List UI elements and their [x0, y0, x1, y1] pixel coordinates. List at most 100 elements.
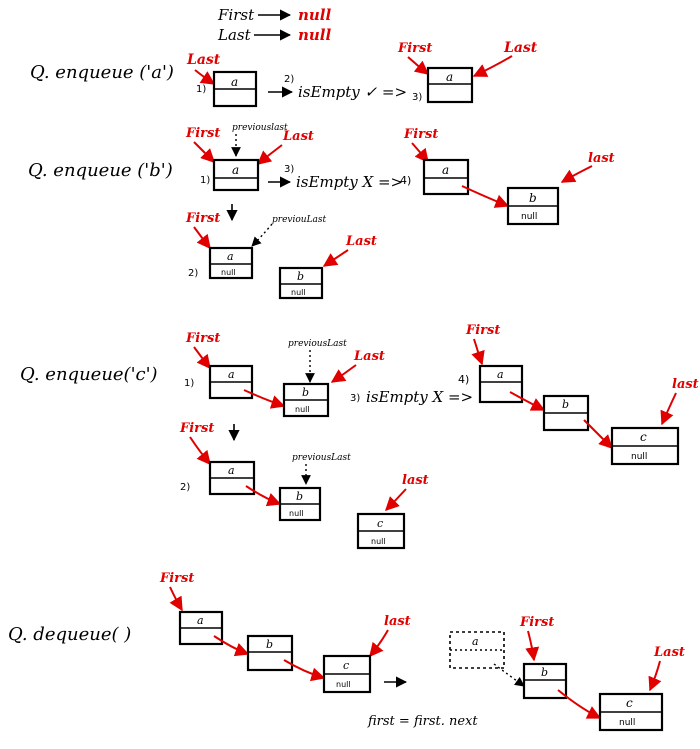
svg-text:null: null	[631, 452, 647, 462]
old-next-arrow	[493, 663, 525, 687]
svg-text:b: b	[297, 270, 304, 283]
svg-text:a: a	[472, 635, 479, 648]
first-pointer-label: First	[159, 571, 194, 586]
previous-last-label: previouslast	[232, 123, 288, 133]
last-pointer-label: Last	[353, 349, 385, 364]
last-pointer-arrow	[256, 144, 283, 165]
last-pointer-arrow	[648, 660, 662, 692]
op-enqueue-a: Q. enqueue ('a')	[30, 62, 174, 83]
dequeue-assignment: first = first. next	[367, 714, 478, 729]
next-pointer-arrow	[557, 689, 602, 719]
is-empty-check: isEmpty X =>	[366, 388, 473, 406]
last-pointer-arrow	[369, 629, 389, 658]
next-pointer-arrow	[245, 485, 282, 507]
node-a: a	[208, 364, 254, 400]
svg-text:b: b	[296, 490, 303, 503]
last-label: Last	[217, 26, 252, 44]
last-pointer-arrow	[560, 165, 593, 183]
node-c: c null	[610, 426, 680, 466]
svg-text:c: c	[377, 517, 383, 530]
is-empty-check: isEmpty ✓ =>	[298, 83, 407, 101]
op-enqueue-b: Q. enqueue ('b')	[28, 160, 173, 181]
first-pointer-label: First	[179, 421, 214, 436]
previous-last-arrow	[251, 223, 273, 247]
first-pointer-label: First	[465, 323, 500, 338]
next-pointer-arrow	[583, 419, 613, 449]
node-a: a	[208, 460, 256, 496]
last-pointer-arrow	[472, 55, 513, 77]
first-pointer-label: First	[403, 127, 438, 142]
svg-text:c: c	[626, 696, 633, 710]
next-pointer-arrow	[243, 389, 286, 409]
svg-text:a: a	[228, 368, 235, 381]
svg-text:a: a	[231, 75, 238, 89]
next-pointer-arrow	[509, 391, 546, 411]
node-b: b null	[278, 486, 322, 522]
node-a: a	[212, 70, 258, 108]
svg-text:null: null	[371, 537, 386, 546]
first-pointer-arrow	[189, 436, 211, 466]
svg-text:a: a	[446, 70, 453, 84]
next-pointer-arrow	[461, 185, 510, 208]
next-pointer-arrow	[213, 635, 250, 657]
svg-text:b: b	[541, 666, 548, 679]
first-pointer-label: First	[185, 211, 220, 226]
last-pointer-arrow	[385, 488, 407, 511]
node-c: c null	[356, 512, 406, 550]
step-4: 4)	[458, 373, 469, 386]
previous-last-label: previousLast	[288, 339, 347, 349]
node-b: b null	[506, 186, 560, 226]
step-2: 2)	[284, 74, 294, 85]
first-pointer-arrow	[193, 141, 215, 163]
node-c: c null	[322, 654, 372, 694]
svg-text:a: a	[228, 464, 235, 477]
svg-text:a: a	[227, 250, 234, 263]
node-c: c null	[598, 692, 664, 732]
previous-last-label: previouLast	[272, 215, 327, 225]
node-a: a	[212, 158, 260, 192]
last-pointer-arrow	[330, 364, 357, 383]
step-2: 2)	[188, 268, 198, 279]
svg-text:b: b	[266, 638, 273, 651]
first-label: First	[217, 6, 255, 24]
svg-text:b: b	[562, 398, 569, 411]
dequeue-section: Q. dequeue( ) First a b last c null a	[8, 571, 685, 732]
svg-text:a: a	[232, 163, 239, 177]
first-pointer-arrow	[169, 586, 183, 612]
last-pointer-arrow	[660, 392, 677, 426]
svg-text:null: null	[221, 268, 236, 277]
first-null: null	[298, 6, 332, 24]
svg-text:null: null	[336, 680, 351, 689]
node-a: a null	[208, 246, 254, 280]
initial-state: First null Last null	[217, 6, 332, 44]
step-3: 3)	[350, 393, 360, 404]
step-1: 1)	[200, 175, 210, 186]
svg-text:b: b	[529, 191, 537, 205]
op-dequeue: Q. dequeue( )	[8, 624, 131, 645]
step-3: 3)	[284, 164, 294, 175]
next-pointer-arrow	[283, 659, 326, 682]
enqueue-c-section: Q. enqueue('c') First 1) a previousLast …	[20, 323, 699, 550]
svg-text:null: null	[291, 288, 306, 297]
step-2: 2)	[180, 482, 190, 493]
svg-text:null: null	[619, 718, 635, 728]
first-pointer-label: First	[185, 331, 220, 346]
first-pointer-label: First	[185, 126, 220, 141]
node-a: a	[478, 364, 524, 404]
enqueue-a-section: Q. enqueue ('a') Last 1) a 2) isEmpty ✓ …	[30, 40, 538, 108]
last-pointer-label: last	[384, 614, 411, 629]
node-b: b null	[282, 382, 330, 418]
node-b: b null	[278, 266, 324, 300]
last-pointer-label: Last	[186, 52, 221, 68]
enqueue-b-section: Q. enqueue ('b') First previouslast Last…	[28, 123, 615, 300]
step-4: 4)	[400, 174, 411, 187]
last-pointer-label: Last	[503, 40, 538, 56]
svg-text:a: a	[197, 614, 204, 627]
op-enqueue-c: Q. enqueue('c')	[20, 364, 158, 385]
removed-node-a: a	[449, 631, 505, 669]
first-pointer-label: First	[397, 41, 432, 56]
svg-text:a: a	[497, 368, 504, 381]
last-pointer-label: last	[672, 377, 699, 392]
first-pointer-arrow	[471, 338, 485, 366]
